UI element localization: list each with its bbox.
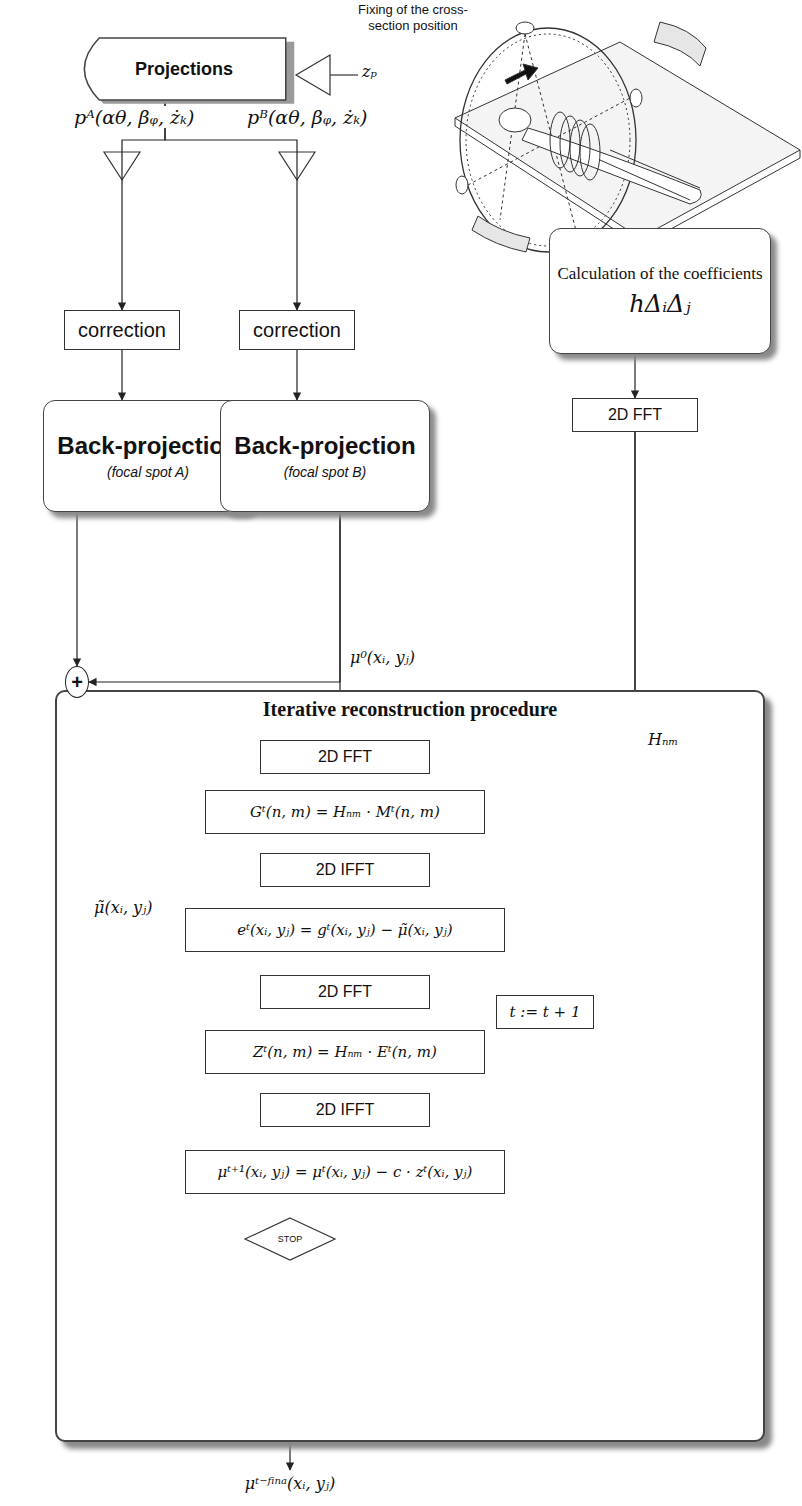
node-text: 2D IFFT [316,861,375,879]
node-text: μᵗ⁺¹(xᵢ, yⱼ) = μᵗ(xᵢ, yⱼ) − c · zᵗ(xᵢ, y… [218,1163,473,1181]
connector [122,100,165,310]
node-text: 2D FFT [318,983,372,1001]
formula-box: Zᵗ(n, m) = Hₙₘ · Eᵗ(n, m) [205,1030,485,1074]
process-box: 2D FFT [260,740,430,774]
node-text: 2D FFT [318,748,372,766]
node-text: Zᵗ(n, m) = Hₙₘ · Eᵗ(n, m) [253,1043,437,1061]
node-text: 2D IFFT [316,1101,375,1119]
signal-name: pᴮ(αθ, βᵩ, żₖ) [245,106,370,128]
formula-box: Gᵗ(n, m) = Hₙₘ · Mᵗ(n, m) [205,790,485,834]
process-box: 2D IFFT [260,853,430,887]
connector [165,100,297,310]
node-text: Calculation of the coefficients [557,264,762,284]
node-text: + [71,672,83,692]
connector [296,350,297,400]
node-text: eᵗ(xᵢ, yⱼ) = gᵗ(xᵢ, yⱼ) − μ̃(xᵢ, yⱼ) [237,921,452,939]
edge-label: Hₙₘ [646,730,680,749]
sum-junction: + [65,666,89,698]
edge-label: μ̃(xᵢ, yⱼ) [92,898,155,917]
connector [76,512,77,666]
node-subtext: (focal spot A) [107,464,189,480]
connector [634,354,635,398]
connector [89,512,340,682]
process-box: 2D FFT [572,398,698,432]
node-subtext: (focal spot B) [284,464,366,480]
node-text: Back-projection [57,432,238,460]
signal-name: zₚ [362,62,377,81]
node-text: Iterative reconstruction procedure [263,698,557,721]
node-text: STOP [278,1234,302,1244]
output-name: μᵗ⁻ᶠⁱⁿᵃ(xᵢ, yⱼ) [200,1474,380,1493]
process-box: correction [64,310,180,350]
node-text: Projections [135,59,233,80]
formula-box: μᵗ⁺¹(xᵢ, yⱼ) = μᵗ(xᵢ, yⱼ) − c · zᵗ(xᵢ, y… [185,1150,505,1194]
process-box: Calculation of the coefficients hΔᵢΔⱼ [549,228,771,354]
note: Fixing of the cross-section position [338,2,488,33]
node-text: Back-projection [234,432,415,460]
process-box: 2D IFFT [260,1093,430,1127]
node-text: correction [78,319,166,342]
connector [121,350,122,400]
group-box: Iterative reconstruction procedure 2D FFT… [55,690,765,1442]
edge-label: μ⁰(xᵢ, yⱼ) [348,648,417,667]
process-box: correction [239,310,355,350]
formula-box: eᵗ(xᵢ, yⱼ) = gᵗ(xᵢ, yⱼ) − μ̃(xᵢ, yⱼ) [185,908,505,952]
node-text: correction [253,319,341,342]
process-box: 2D FFT [260,975,430,1009]
node-text: t := t + 1 [510,1003,581,1021]
process-box: t := t + 1 [496,995,595,1029]
ct-scanner-illustration [455,22,800,258]
process-box: Back-projection (focal spot B) [220,400,429,512]
node-subtext: hΔᵢΔⱼ [629,290,690,318]
signal-name: pᴬ(αθ, βᵩ, żₖ) [72,106,196,128]
node-text: 2D FFT [608,406,662,424]
data-source: Projections [78,38,290,100]
node-text: Gᵗ(n, m) = Hₙₘ · Mᵗ(n, m) [250,803,440,821]
decision-diamond: STOP [245,1218,335,1260]
